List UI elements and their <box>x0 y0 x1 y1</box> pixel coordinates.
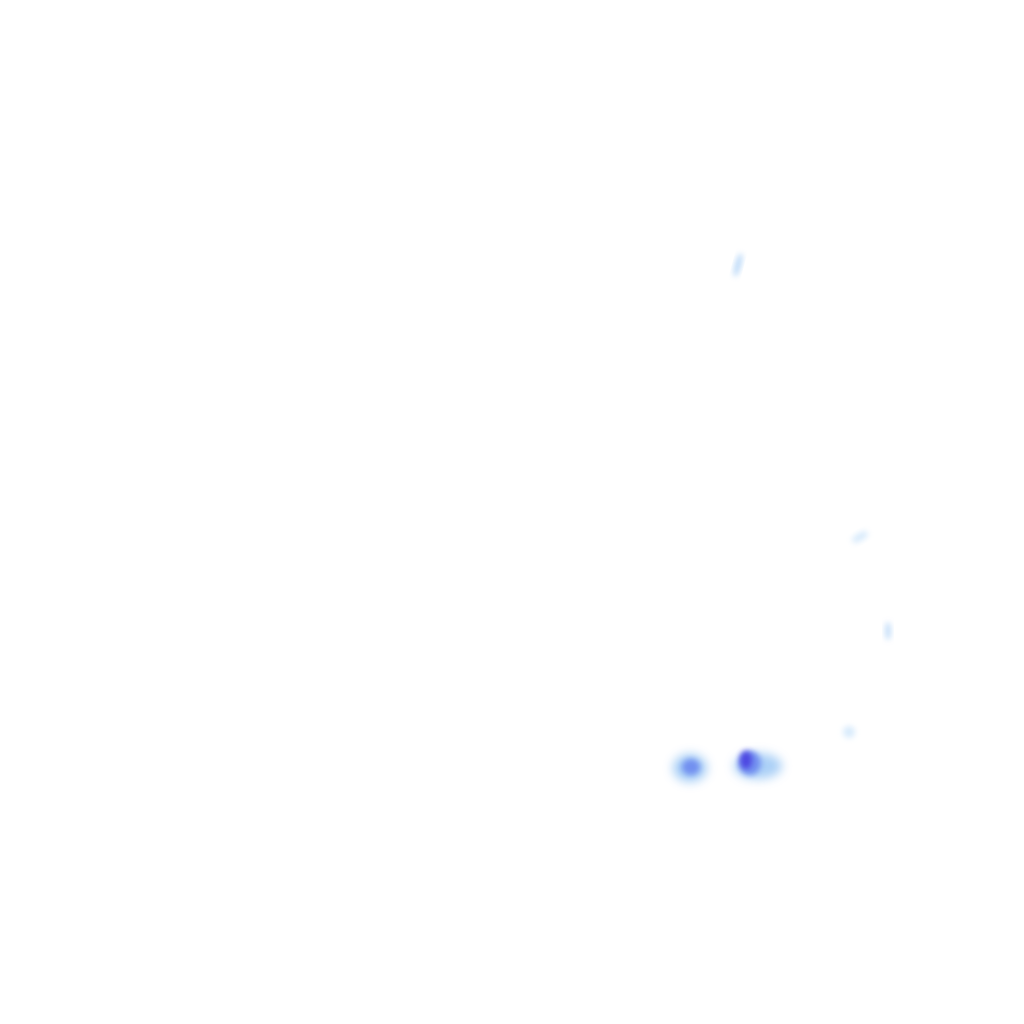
faint-smudge-middle <box>851 531 869 543</box>
blue-blob-left <box>673 754 707 782</box>
faint-dot <box>843 726 855 738</box>
faint-mark-right <box>885 622 891 640</box>
faint-streak-top <box>733 253 743 277</box>
blue-blob-right <box>734 751 782 779</box>
